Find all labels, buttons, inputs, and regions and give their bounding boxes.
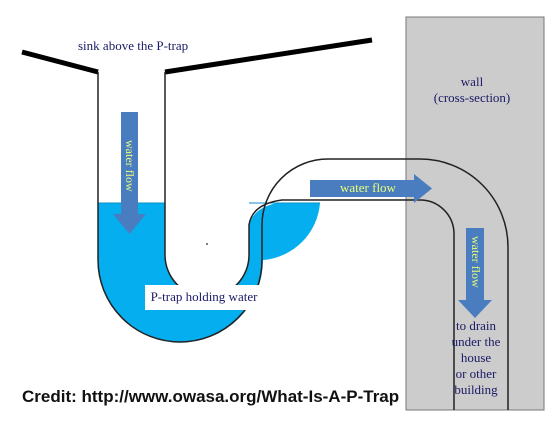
pipe-outer-wall: [97, 72, 509, 410]
drain-label-line1: to drain: [455, 318, 497, 333]
flow-arrow-drain: [458, 228, 492, 318]
wall: [405, 16, 545, 411]
wall-label: wall (cross-section): [406, 74, 538, 106]
sink-rim-right: [164, 37, 373, 75]
flow-arrow-across: [310, 174, 432, 203]
flow-label-drain: water flow: [469, 236, 483, 288]
flow-label-down: water flow: [123, 140, 137, 192]
drain-label-line4: or other: [455, 366, 497, 381]
wall-label-line2: (cross-section): [433, 90, 511, 105]
drain-label: to drain under the house or other buildi…: [446, 318, 506, 398]
wall-label-line1: wall: [460, 74, 484, 89]
credit-text: Credit: http://www.owasa.org/What-Is-A-P…: [22, 387, 400, 406]
flow-label-across: water flow: [340, 180, 396, 195]
drain-label-line3: house: [460, 350, 492, 365]
trap-label: P-trap holding water: [150, 289, 258, 304]
flow-arrow-down: [113, 112, 146, 234]
speck: [206, 243, 208, 245]
drain-label-line5: building: [454, 382, 498, 397]
trap-label-box: [145, 285, 263, 310]
sink-rim-left: [21, 49, 99, 75]
sink-label: sink above the P-trap: [78, 38, 189, 53]
drain-label-line2: under the: [451, 334, 501, 349]
